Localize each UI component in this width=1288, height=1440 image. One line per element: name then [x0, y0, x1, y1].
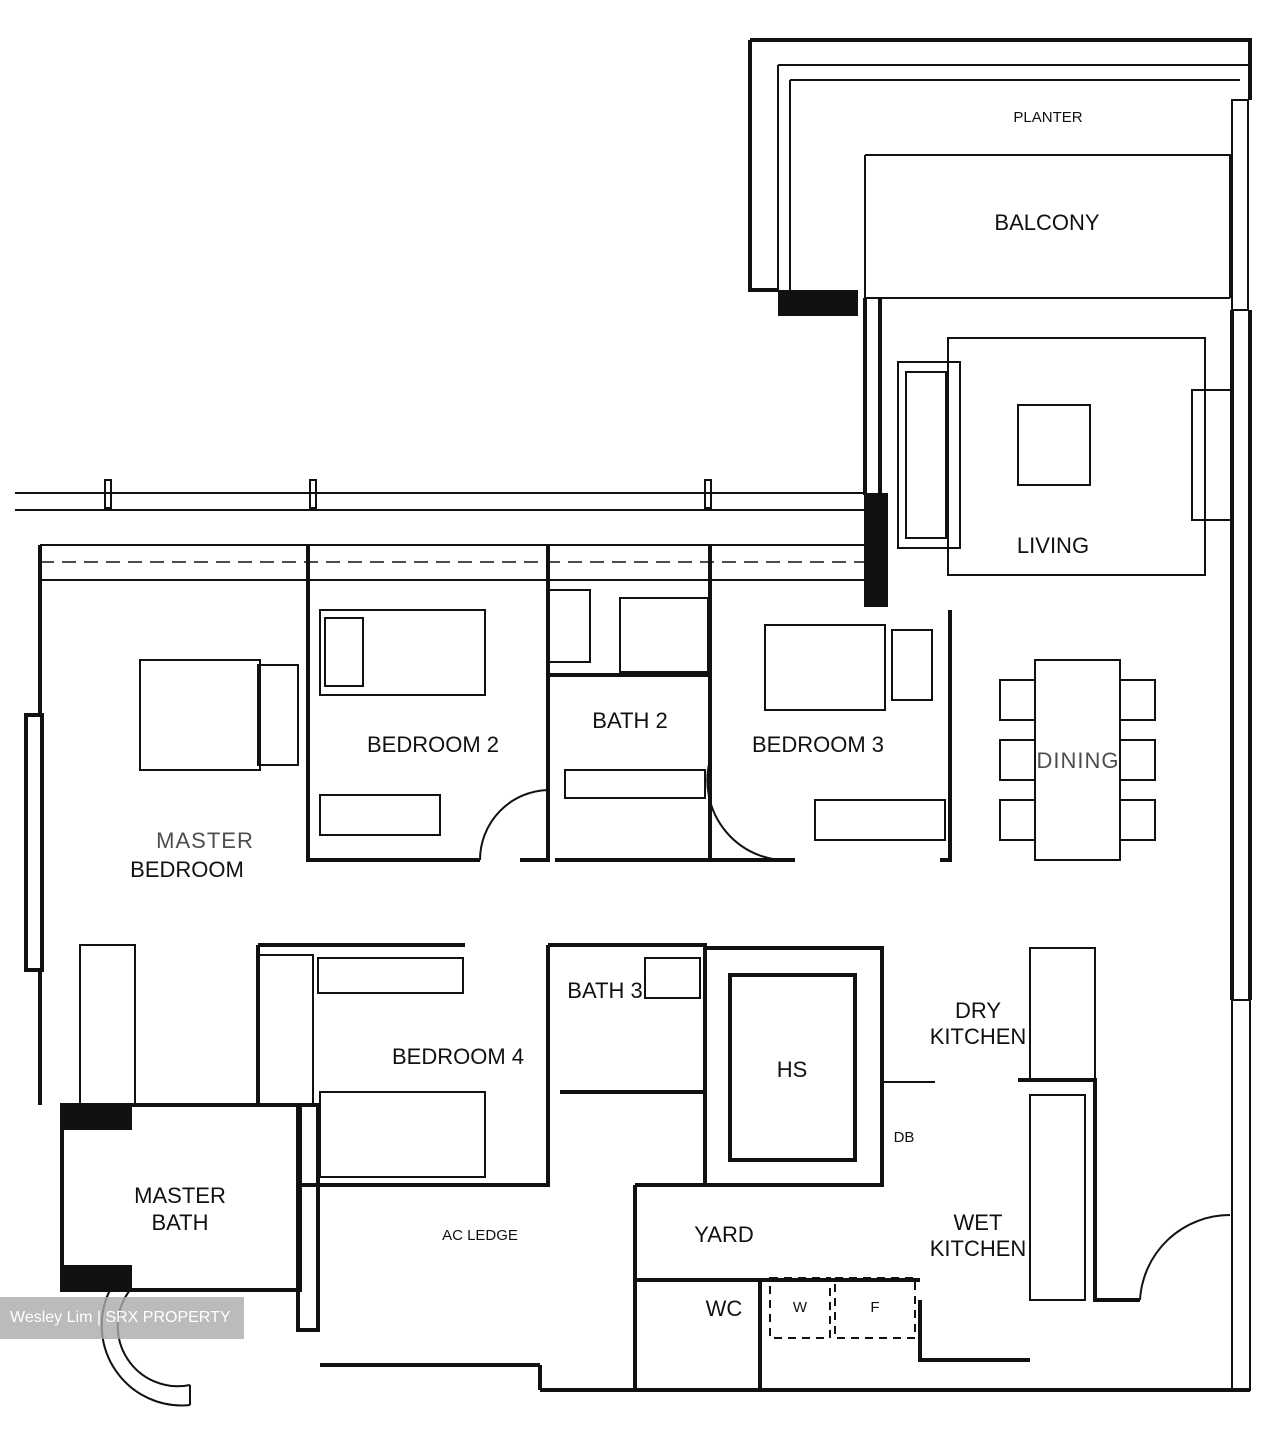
- label-living: LIVING: [1017, 533, 1089, 558]
- dining-furniture: [999, 659, 1156, 861]
- exterior-walls: [15, 298, 1252, 1392]
- label-dry-kitchen-2: KITCHEN: [930, 1024, 1027, 1049]
- lower-rooms-walls: [60, 943, 1231, 1407]
- label-planter: PLANTER: [1013, 109, 1082, 126]
- label-bath-2: BATH 2: [592, 708, 667, 733]
- label-db: DB: [894, 1129, 915, 1146]
- label-bath-3: BATH 3: [567, 978, 642, 1003]
- label-hs: HS: [777, 1057, 808, 1082]
- label-bedroom-2: BEDROOM 2: [367, 732, 499, 757]
- label-master-bath-1: MASTER: [134, 1183, 226, 1208]
- upper-rooms-walls: [139, 545, 952, 862]
- label-wet-kitchen-1: WET: [954, 1210, 1003, 1235]
- label-ac-ledge: AC LEDGE: [442, 1227, 518, 1244]
- label-master-bedroom-1: MASTER: [156, 828, 254, 853]
- label-washer: W: [793, 1299, 808, 1316]
- watermark: Wesley Lim | SRX PROPERTY: [0, 1297, 244, 1339]
- label-bedroom-3: BEDROOM 3: [752, 732, 884, 757]
- label-wet-kitchen-2: KITCHEN: [930, 1236, 1027, 1261]
- label-master-bath-2: BATH: [151, 1210, 208, 1235]
- label-master-bedroom-2: BEDROOM: [130, 857, 244, 882]
- planter-balcony-walls: [748, 38, 1252, 316]
- label-bedroom-4: BEDROOM 4: [392, 1044, 524, 1069]
- label-balcony: BALCONY: [994, 210, 1099, 235]
- label-fridge: F: [870, 1299, 879, 1316]
- label-yard: YARD: [694, 1222, 754, 1247]
- label-dining: DINING: [1037, 748, 1120, 773]
- living-furniture: [897, 337, 1233, 576]
- label-wc: WC: [706, 1296, 743, 1321]
- label-dry-kitchen-1: DRY: [955, 998, 1001, 1023]
